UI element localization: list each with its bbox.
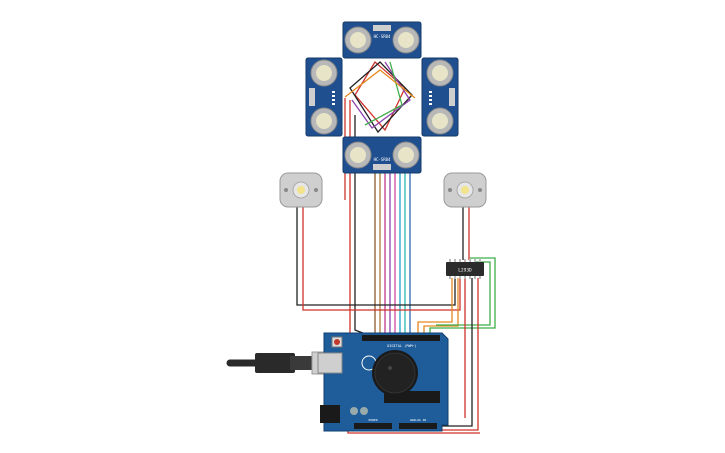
wire-driver-green — [429, 257, 496, 335]
wire-motor-left-red — [302, 207, 461, 311]
digital-header — [362, 335, 440, 341]
dc-motor-left[interactable] — [279, 172, 323, 208]
driver-label: L293D — [458, 268, 472, 274]
motor-driver-chip[interactable]: L293D — [446, 259, 484, 279]
wire-cross-purple — [351, 61, 411, 129]
ultrasonic-sensor-top[interactable]: HC-SR04 — [342, 21, 422, 59]
wire-driver-orange — [417, 278, 453, 335]
wire-cross-red — [354, 61, 406, 132]
wire-cross-black — [349, 61, 413, 134]
analog-label: ANALOG IN — [410, 418, 426, 422]
ultrasonic-sensor-right[interactable] — [421, 57, 459, 137]
wire-cross-green — [364, 61, 403, 126]
wire-motor-left-black — [296, 207, 456, 306]
ultrasonic-sensor-bottom[interactable]: HC-SR04 — [342, 136, 422, 174]
power-header — [354, 423, 392, 429]
ultrasonic-sensor-left[interactable] — [305, 57, 343, 137]
analog-header — [399, 423, 437, 429]
wire-cross-orange — [344, 69, 416, 99]
sensor-top-label: HC-SR04 — [374, 34, 391, 39]
dc-motor-right[interactable] — [443, 172, 487, 208]
wire-driver-orange2 — [423, 278, 459, 335]
sensor-bottom-label: HC-SR04 — [374, 157, 391, 162]
piezo-buzzer[interactable] — [372, 350, 418, 396]
power-label: POWER — [368, 418, 377, 422]
digital-label: DIGITAL (PWM~) — [387, 344, 417, 348]
